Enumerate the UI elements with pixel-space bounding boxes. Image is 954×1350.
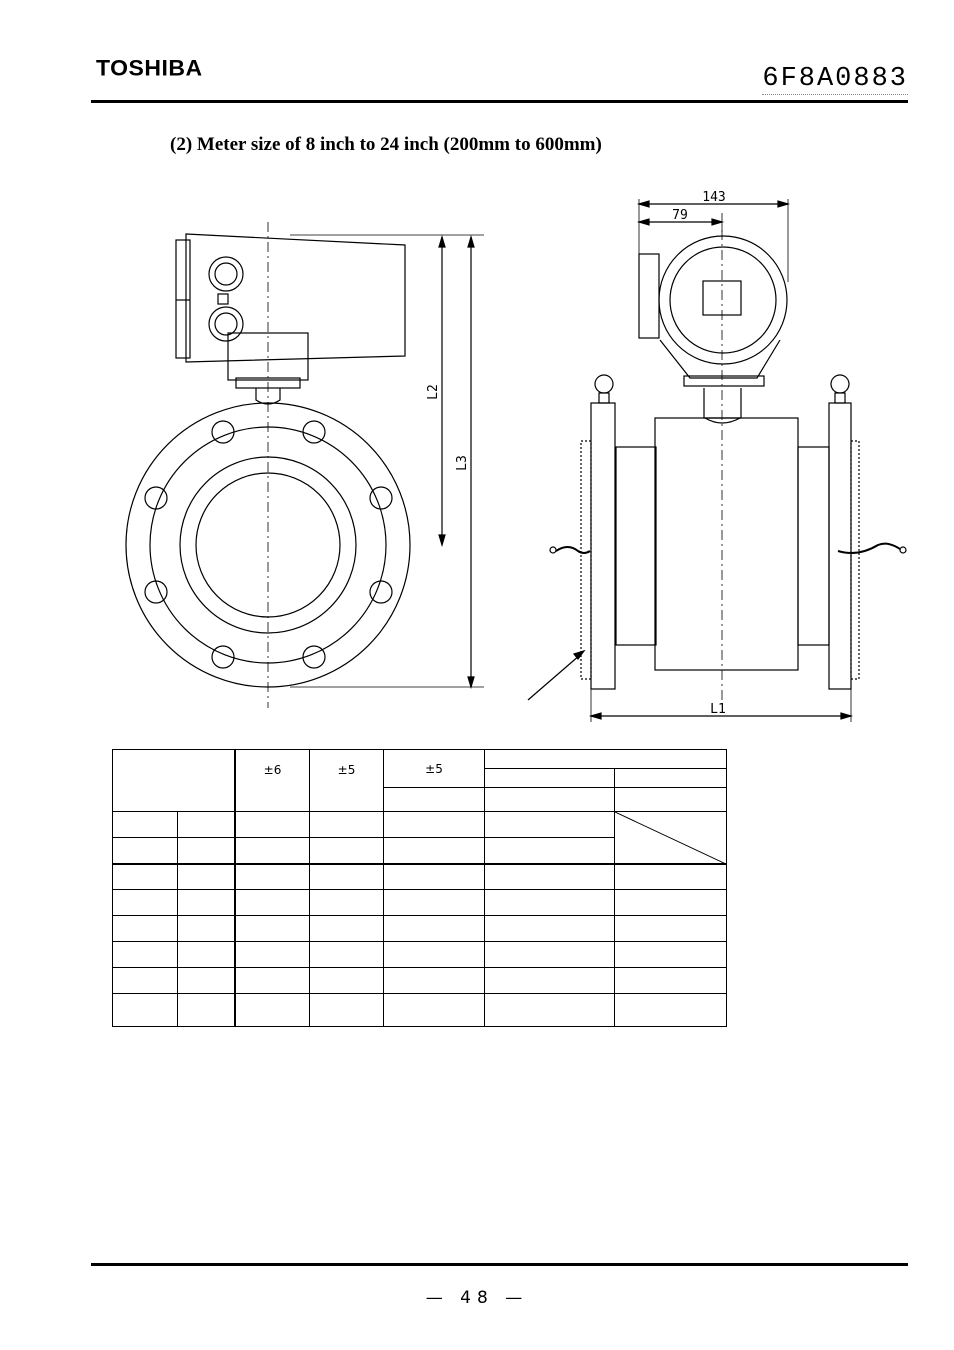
- dimension-l2-label: L2: [426, 384, 441, 400]
- dimension-lines-left: [290, 234, 484, 690]
- dimension-l1-label: L1: [710, 702, 726, 717]
- tolerance-l3: ±5: [425, 762, 443, 776]
- page-number: — 48 —: [425, 1288, 529, 1308]
- table-subheader-a-unit: [484, 787, 615, 812]
- table-subheader-b-unit: [614, 787, 727, 812]
- section-title: (2) Meter size of 8 inch to 24 inch (200…: [170, 134, 602, 155]
- table-header-l1: ±6: [234, 749, 310, 812]
- footer-rule: [91, 1263, 908, 1266]
- table-diagonal-cell: [614, 811, 727, 865]
- table-row: [112, 941, 727, 968]
- dimension-table: ±6 ±5 ±5: [112, 749, 727, 1027]
- toshiba-logo: TOSHIBA: [96, 55, 203, 81]
- document-number: 6F8A0883: [762, 64, 908, 95]
- tolerance-l1: ±6: [263, 763, 282, 777]
- dimension-lines-right: [527, 199, 854, 722]
- table-row: [112, 967, 727, 994]
- bolt-holes: [144, 420, 393, 669]
- table-header-l2: ±5: [309, 749, 384, 812]
- table-header-size: [112, 749, 236, 812]
- table-subheader-b: [614, 768, 727, 788]
- header-rule: [91, 100, 908, 103]
- table-header-l3: ±5: [383, 749, 485, 788]
- dimension-79-label: 79: [672, 208, 688, 223]
- dimension-l3-label: L3: [455, 455, 470, 471]
- table-row: [112, 863, 727, 890]
- converter-housing-side: [175, 233, 406, 405]
- tolerance-l2: ±5: [337, 763, 356, 777]
- dimension-143-label: 143: [702, 190, 725, 205]
- meter-side-view: [549, 235, 907, 690]
- table-row: [112, 837, 727, 865]
- table-subheader-l3-unit: [383, 787, 485, 812]
- table-row: [112, 889, 727, 916]
- table-row: [112, 993, 727, 1027]
- table-row: [112, 915, 727, 942]
- table-row: [112, 811, 727, 865]
- table-subheader-a: [484, 768, 615, 788]
- table-header-weight: [484, 749, 727, 769]
